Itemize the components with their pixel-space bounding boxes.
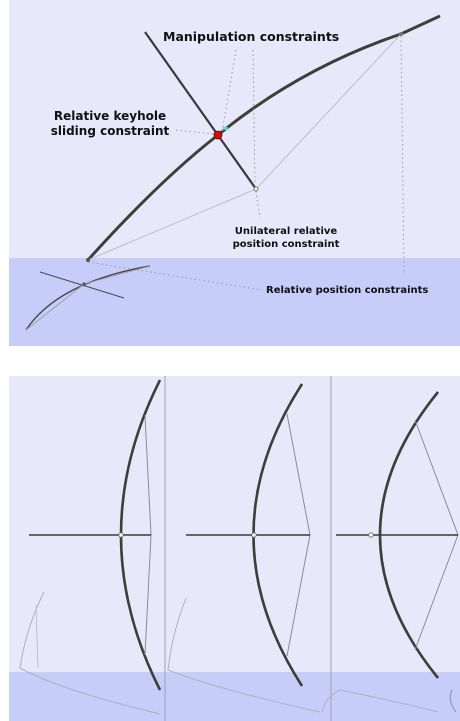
nock-point xyxy=(118,532,124,538)
faint-reference-bow xyxy=(19,591,161,715)
top-panel: Manipulation constraints Relative keyhol… xyxy=(9,0,460,346)
bottom-panel-ground xyxy=(9,672,460,721)
bow-frame-1 xyxy=(19,379,162,715)
label-keyhole-line2: sliding constraint xyxy=(51,124,170,138)
lower-tip-point xyxy=(86,258,90,262)
faint-reference-bow xyxy=(321,689,439,713)
faint-reference-bow xyxy=(167,597,321,713)
constraint-dotted-lines xyxy=(87,35,405,291)
bow-frame-3 xyxy=(321,391,459,713)
label-unilateral-line2: position constraint xyxy=(233,239,340,250)
nock-point xyxy=(251,532,257,538)
upper-tip-point xyxy=(399,32,403,36)
string-nock-point xyxy=(253,186,259,192)
label-manipulation-constraints: Manipulation constraints xyxy=(163,29,339,44)
reference-bow xyxy=(25,265,151,331)
keyhole-contact-point xyxy=(213,130,223,140)
bow-frame-2 xyxy=(167,383,321,713)
bottom-panel-background xyxy=(9,376,460,672)
label-unilateral-line1: Unilateral relative xyxy=(235,226,338,237)
nock-point xyxy=(368,532,374,538)
arrow-shaft xyxy=(144,31,257,190)
label-relative-position: Relative position constraints xyxy=(266,285,428,296)
top-panel-background xyxy=(9,0,460,258)
manipulation-marker xyxy=(223,127,228,130)
label-keyhole-line1: Relative keyhole xyxy=(54,109,166,123)
top-panel-ground xyxy=(9,258,460,346)
bottom-panel xyxy=(9,376,460,721)
